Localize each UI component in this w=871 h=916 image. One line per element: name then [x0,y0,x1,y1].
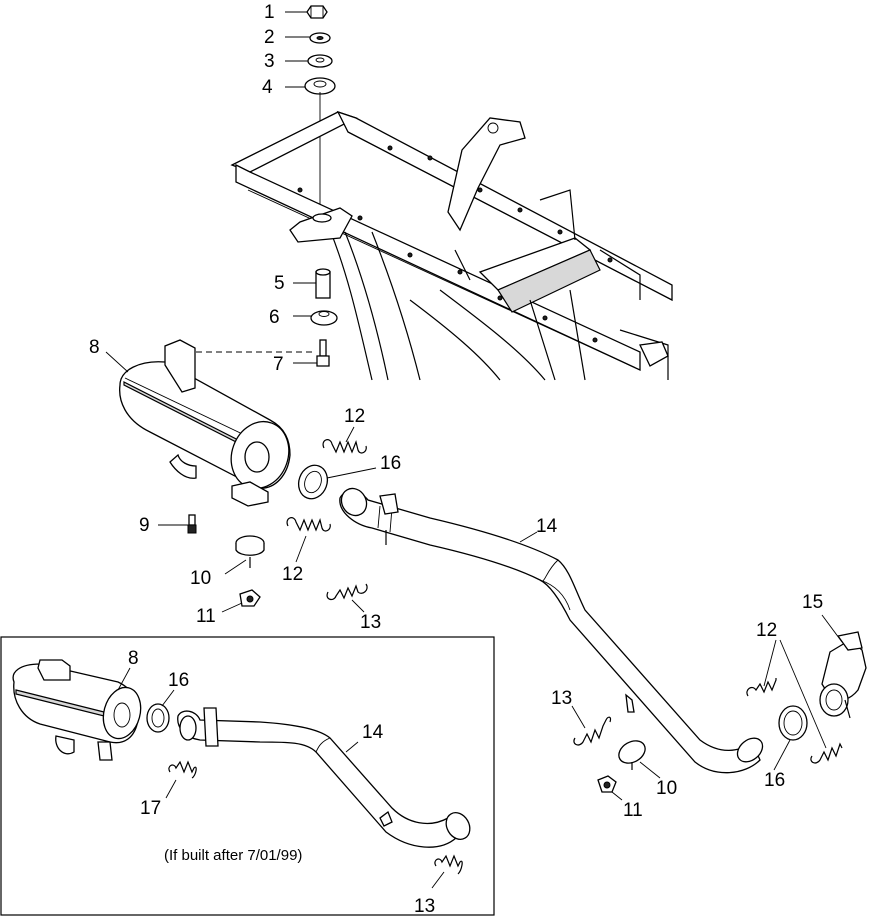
inset-head-pipe [177,707,471,848]
callout-4: 4 [262,77,273,98]
part-gasket [778,705,808,741]
part-spacer [315,268,331,299]
callout-labels: 1 2 3 4 5 6 7 8 9 10 11 12 16 12 13 14 1… [89,2,823,821]
callout-6: 6 [269,307,280,328]
callout-9: 9 [139,515,150,536]
part-muffler [119,339,291,507]
callout-1: 1 [264,2,275,23]
callout-13: 13 [360,612,381,633]
callout-11: 11 [623,800,643,821]
part-grommet-lower [310,310,338,326]
callout-12: 12 [344,406,365,427]
part-washer-small [309,32,331,44]
inset-callout-8: 8 [128,648,139,669]
part-spring [286,517,331,532]
callout-16: 16 [764,770,785,791]
vehicle-frame [230,110,673,381]
part-nut [306,5,328,19]
callout-12: 12 [282,564,303,585]
part-bolt [316,339,330,367]
inset-note: (If built after 7/01/99) [164,847,302,864]
inset-panel: 8 16 14 17 13 (If built after 7/01/99) [0,636,495,916]
inset-spring [434,854,463,875]
part-spring [746,678,777,697]
inset-gasket [146,703,170,733]
part-grommet [304,77,336,95]
part-head-pipe [339,487,764,774]
part-rubber-mount [235,535,265,568]
part-tailpipe [819,631,867,719]
callout-10: 10 [656,778,677,799]
part-washer [307,54,333,68]
part-rubber-mount [618,740,646,770]
inset-callout-14: 14 [362,722,384,743]
leader-lines [105,11,843,801]
callout-16: 16 [380,453,401,474]
part-spring [810,742,843,764]
callout-5: 5 [274,273,285,294]
callout-10: 10 [190,568,211,589]
callout-7: 7 [273,354,284,375]
part-nut-small [239,589,261,607]
part-spring [322,439,367,454]
inset-callout-16: 16 [168,670,189,691]
callout-8: 8 [89,337,100,358]
callout-15: 15 [802,592,823,613]
part-bolt-small [187,514,197,534]
inset-callout-17: 17 [140,798,161,819]
inset-muffler [12,659,142,761]
callout-14: 14 [536,516,558,537]
part-spring [573,716,612,746]
callout-12: 12 [756,620,777,641]
part-gasket [297,464,329,500]
callout-2: 2 [264,27,275,48]
callout-13: 13 [551,688,572,709]
inset-spring [168,760,197,779]
callout-3: 3 [264,51,275,72]
part-spring [326,583,368,601]
inset-callout-13: 13 [414,896,435,916]
callout-11: 11 [196,606,216,627]
part-nut-small [597,775,617,793]
